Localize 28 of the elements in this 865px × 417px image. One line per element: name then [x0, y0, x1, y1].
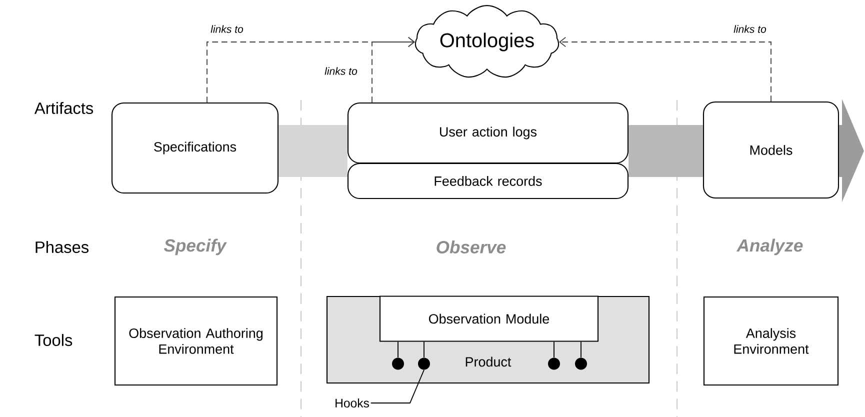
row-label: Tools	[34, 334, 72, 346]
hook-dot	[418, 358, 430, 370]
edge-label: links to	[732, 24, 768, 34]
row-label: Phases	[36, 240, 89, 254]
artifact-box: Specifications	[111, 102, 279, 194]
row-label: Artifacts	[34, 102, 94, 114]
artifact-box: Feedback records	[347, 162, 629, 200]
tool-box: Analysis Environment	[703, 296, 839, 386]
leader-line	[370, 369, 424, 404]
artifact-box: User action logs	[347, 102, 629, 164]
link-arrow	[559, 36, 772, 102]
edge-label: links to	[209, 24, 245, 34]
artifact-box: Models	[702, 101, 840, 199]
tool-box: Observation Authoring Environment	[114, 296, 278, 386]
hook-line	[580, 341, 582, 358]
phase-label: Analyze	[736, 238, 803, 256]
edge-label: links to	[323, 66, 359, 76]
phase-label: Observe	[436, 240, 506, 254]
hook-dot	[392, 358, 404, 370]
callout-text: Hooks	[336, 398, 369, 408]
process-arrow	[839, 99, 864, 202]
hook-dot	[575, 358, 587, 370]
phase-label: Specify	[164, 238, 227, 256]
process-arrow	[628, 125, 703, 177]
process-arrow	[278, 125, 348, 177]
link-arrow	[372, 36, 415, 103]
hook-dot	[548, 358, 560, 370]
module-box: Observation Module	[379, 296, 599, 342]
